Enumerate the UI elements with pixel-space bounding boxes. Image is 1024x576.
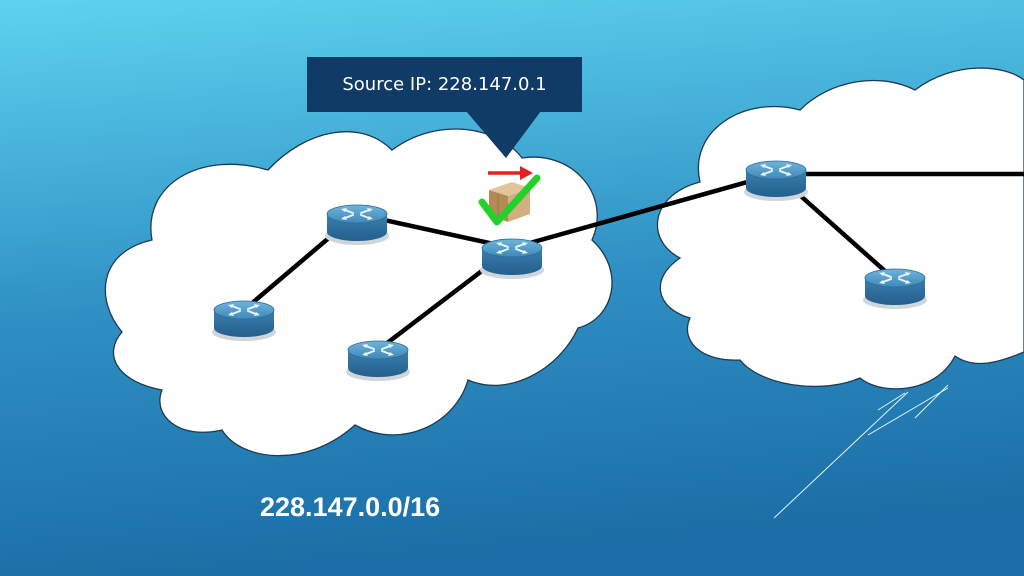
router-icon	[211, 300, 277, 342]
router-icon	[324, 204, 390, 246]
network-label: 228.147.0.0/16	[260, 492, 441, 522]
callout-source-ip: Source IP: 228.147.0.1	[342, 74, 547, 95]
cloud-right	[656, 67, 1024, 390]
router-icon	[345, 340, 411, 382]
router-icon	[743, 160, 809, 202]
router-icon	[862, 268, 928, 310]
router-icon	[479, 238, 545, 280]
callout-box	[307, 57, 582, 158]
arrow-right-icon	[488, 166, 533, 180]
decorative-streaks	[773, 384, 949, 519]
checkmark-icon	[478, 174, 541, 226]
link-r3-r5	[509, 171, 779, 251]
